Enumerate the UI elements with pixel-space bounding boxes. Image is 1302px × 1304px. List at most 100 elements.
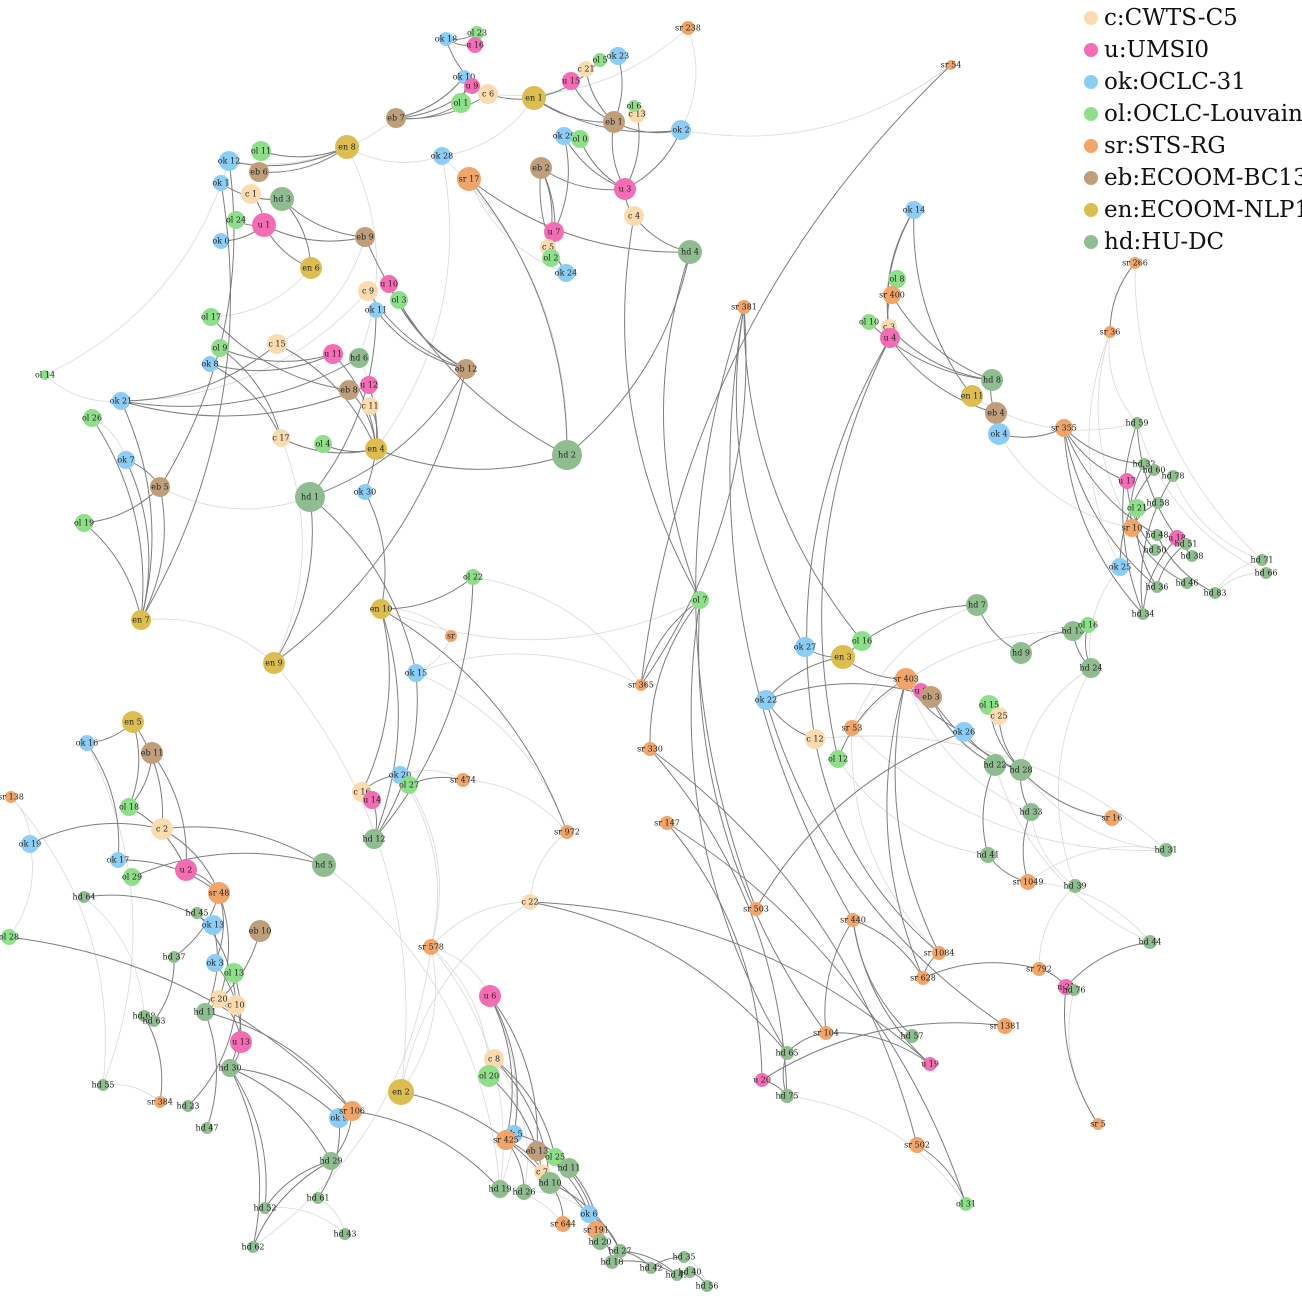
graph-node[interactable]: hd 71 xyxy=(1251,554,1274,566)
graph-node[interactable]: c 20 xyxy=(210,990,228,1008)
graph-node[interactable]: eb 3 xyxy=(920,686,942,708)
graph-node[interactable]: sr 381 xyxy=(731,300,757,314)
graph-node[interactable]: u 11 xyxy=(323,344,343,364)
graph-node[interactable]: u 15 xyxy=(562,72,580,90)
graph-node[interactable]: u 6 xyxy=(479,985,501,1007)
graph-node[interactable]: hd 38 xyxy=(1181,550,1204,562)
graph-node[interactable]: eb 9 xyxy=(355,227,375,247)
graph-node[interactable]: eb 8 xyxy=(339,380,359,400)
graph-node[interactable]: hd 43 xyxy=(334,1228,357,1240)
graph-node[interactable]: sr 1084 xyxy=(924,946,955,960)
legend-item-cwts[interactable]: c:CWTS-C5 xyxy=(1084,2,1302,34)
graph-node[interactable]: ol 3 xyxy=(390,291,408,309)
graph-node[interactable]: u 1 xyxy=(252,213,276,237)
graph-node[interactable]: sr 147 xyxy=(654,816,680,830)
graph-node[interactable]: ok 15 xyxy=(405,664,427,682)
graph-node[interactable]: hd 6 xyxy=(349,348,369,368)
graph-node[interactable]: eb 5 xyxy=(150,477,170,497)
graph-node[interactable]: ol 13 xyxy=(224,963,244,983)
graph-node[interactable]: c 10 xyxy=(226,995,246,1015)
graph-node[interactable]: hd 3 xyxy=(270,187,294,211)
graph-node[interactable]: sr 384 xyxy=(147,1096,173,1108)
graph-node[interactable]: ok 19 xyxy=(19,835,41,853)
graph-node[interactable]: ok 26 xyxy=(953,722,975,742)
graph-node[interactable]: en 7 xyxy=(131,610,151,630)
graph-node[interactable]: hd 61 xyxy=(307,1192,330,1204)
graph-node[interactable]: ok 2 xyxy=(671,120,691,140)
graph-node[interactable]: ol 16 xyxy=(852,631,872,651)
graph-node[interactable]: u 13 xyxy=(230,1031,252,1053)
graph-node[interactable]: ok 0 xyxy=(212,233,230,249)
graph-node[interactable]: u 14 xyxy=(363,791,381,809)
graph-node[interactable]: hd 37 xyxy=(163,951,186,963)
graph-node[interactable]: ok 28 xyxy=(431,147,453,165)
graph-node[interactable]: hd 12 xyxy=(363,829,386,849)
graph-node[interactable]: ok 23 xyxy=(607,47,629,65)
graph-node[interactable]: hd 34 xyxy=(1132,608,1155,620)
graph-node[interactable]: c 22 xyxy=(521,894,539,910)
graph-node[interactable]: ok 3 xyxy=(206,954,224,972)
graph-node[interactable]: u 3 xyxy=(614,178,636,200)
graph-node[interactable]: hd 47 xyxy=(196,1122,219,1134)
graph-node[interactable]: ol 2 xyxy=(542,249,560,267)
graph-node[interactable]: ol 10 xyxy=(859,314,879,330)
graph-node[interactable]: hd 8 xyxy=(981,369,1003,391)
graph-node[interactable]: ol 24 xyxy=(226,211,246,229)
legend-item-oclc-31[interactable]: ok:OCLC-31 xyxy=(1084,66,1302,98)
graph-node[interactable]: ol 18 xyxy=(119,798,139,816)
graph-node[interactable]: c 11 xyxy=(361,397,379,415)
graph-node[interactable]: ok 24 xyxy=(555,264,577,282)
graph-node[interactable]: sr 53 xyxy=(842,720,863,736)
graph-node[interactable]: en 4 xyxy=(365,438,387,460)
graph-node[interactable]: sr 266 xyxy=(1122,257,1148,269)
graph-node[interactable]: sr 578 xyxy=(418,939,444,955)
graph-node[interactable]: eb 13 xyxy=(526,1141,549,1161)
graph-node[interactable]: hd 65 xyxy=(776,1046,799,1060)
graph-node[interactable]: ol 7 xyxy=(691,591,709,609)
graph-node[interactable]: ok 21 xyxy=(110,392,132,410)
graph-node[interactable]: sr 238 xyxy=(675,21,701,35)
graph-node[interactable]: hd 30 xyxy=(219,1059,242,1077)
graph-node[interactable]: sr 440 xyxy=(840,913,866,927)
graph-node[interactable]: c 9 xyxy=(358,281,378,301)
graph-node[interactable]: eb 10 xyxy=(249,920,272,942)
graph-node[interactable]: ol 20 xyxy=(478,1065,500,1087)
graph-node[interactable]: hd 41 xyxy=(977,847,1000,863)
graph-node[interactable]: en 8 xyxy=(335,135,359,159)
graph-node[interactable]: ol 11 xyxy=(251,141,271,161)
graph-node[interactable]: eb 4 xyxy=(985,402,1007,424)
graph-node[interactable]: ol 1 xyxy=(451,93,471,113)
graph-node[interactable]: ol 31 xyxy=(956,1197,976,1211)
legend-item-sts-rg[interactable]: sr:STS-RG xyxy=(1084,130,1302,162)
graph-node[interactable]: sr 5 xyxy=(1090,1118,1106,1130)
graph-node[interactable]: en 1 xyxy=(522,86,546,110)
graph-node[interactable]: sr 474 xyxy=(450,773,476,787)
legend-item-umsi[interactable]: u:UMSI0 xyxy=(1084,34,1302,66)
graph-node[interactable]: en 6 xyxy=(300,257,322,279)
graph-node[interactable]: en 11 xyxy=(961,385,984,407)
graph-node[interactable]: sr xyxy=(445,630,457,642)
graph-node[interactable]: ol 26 xyxy=(82,409,102,427)
graph-node[interactable]: sr 330 xyxy=(637,742,663,756)
graph-node[interactable]: hd 39 xyxy=(1064,879,1087,893)
graph-node[interactable]: ok 11 xyxy=(365,302,387,318)
graph-node[interactable]: ol 28 xyxy=(0,929,19,945)
graph-node[interactable]: sr 792 xyxy=(1026,962,1052,976)
graph-node[interactable]: hd 75 xyxy=(776,1089,799,1103)
graph-node[interactable]: sr 10 xyxy=(1122,519,1143,537)
graph-node[interactable]: ol 12 xyxy=(828,750,848,768)
graph-node[interactable]: hd 42 xyxy=(640,1262,663,1274)
graph-node[interactable]: hd 7 xyxy=(966,594,988,616)
graph-node[interactable]: hd 4 xyxy=(678,240,702,264)
graph-node[interactable]: hd 22 xyxy=(984,754,1007,776)
graph-node[interactable]: en 2 xyxy=(388,1079,414,1105)
graph-node[interactable]: sr 17 xyxy=(457,167,481,191)
graph-node[interactable]: c 4 xyxy=(624,206,644,226)
graph-node[interactable]: hd 5 xyxy=(312,853,336,877)
graph-node[interactable]: ok 4 xyxy=(988,423,1010,445)
graph-node[interactable]: eb 6 xyxy=(249,162,269,182)
graph-node[interactable]: hd 57 xyxy=(901,1029,924,1043)
graph-node[interactable]: hd 56 xyxy=(696,1280,719,1292)
graph-node[interactable]: en 3 xyxy=(831,645,855,669)
graph-node[interactable]: sr 628 xyxy=(910,971,936,985)
